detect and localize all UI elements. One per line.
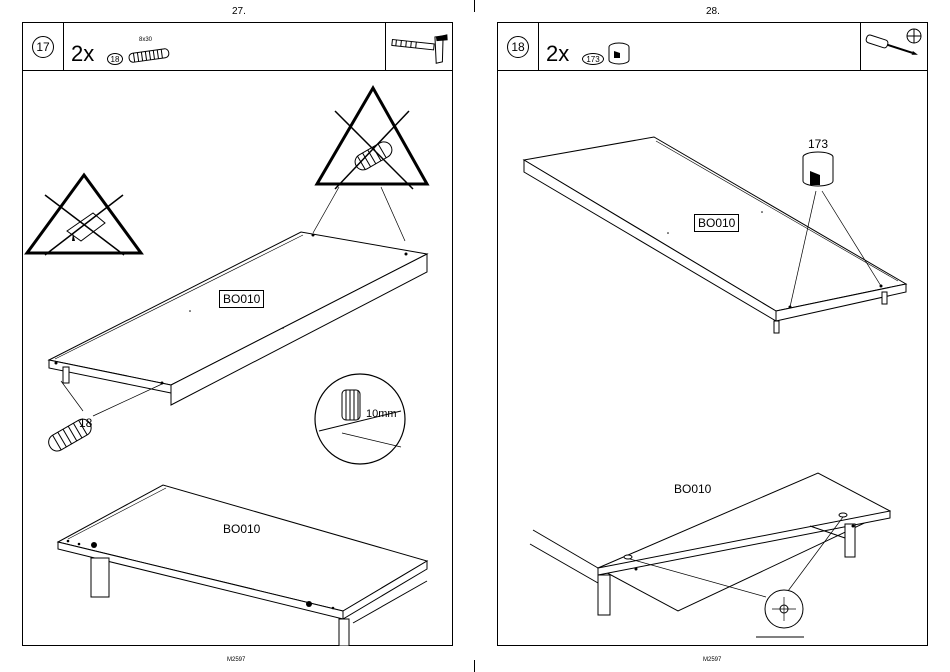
panel-label-bottom: BO010 — [223, 522, 260, 536]
part-quantity: 2x — [71, 43, 94, 65]
page-number: 27. — [232, 6, 246, 17]
page-divider-mark — [474, 660, 475, 672]
dowel-part-18 — [46, 381, 162, 454]
panel-label: BO010 — [694, 214, 739, 232]
page-divider-mark — [474, 0, 475, 12]
no-glue-warning-icon — [27, 175, 141, 255]
instruction-panel-step-17: 17 2x 18 8x30 — [22, 22, 453, 646]
hammer-icon — [386, 23, 452, 70]
board-bo010-assembled — [58, 485, 427, 646]
step-number: 17 — [32, 36, 54, 58]
part-callout: 18 — [79, 416, 92, 430]
step-header: 18 2x 173 — [498, 23, 927, 71]
part-number-badge: 18 — [107, 53, 123, 65]
board-bo010-detail — [530, 473, 890, 637]
assembly-drawing-step-18 — [498, 71, 929, 646]
panel-label: BO010 — [219, 290, 264, 308]
step-number: 18 — [507, 36, 529, 58]
part-number-badge: 173 — [582, 53, 604, 65]
page-number: 28. — [706, 6, 720, 17]
document-code: M2597 — [227, 657, 245, 663]
step-header: 17 2x 18 8x30 — [23, 23, 452, 71]
screwdriver-icon — [861, 23, 929, 70]
no-hammer-warning-icon — [313, 88, 427, 241]
header-divider — [538, 23, 539, 70]
board-bo010 — [524, 137, 906, 333]
part-callout: 173 — [808, 137, 828, 151]
part-size-label: 8x30 — [139, 37, 152, 43]
document-code: M2597 — [703, 657, 721, 663]
panel-label-bottom: BO010 — [674, 482, 711, 496]
assembly-drawing-step-17 — [23, 71, 454, 646]
depth-measure: 10mm — [366, 408, 397, 420]
part-quantity: 2x — [546, 43, 569, 65]
cam-lock-icon — [606, 41, 632, 67]
header-divider — [63, 23, 64, 70]
dowel-icon — [127, 47, 171, 65]
instruction-panel-step-18: 18 2x 173 — [497, 22, 928, 646]
